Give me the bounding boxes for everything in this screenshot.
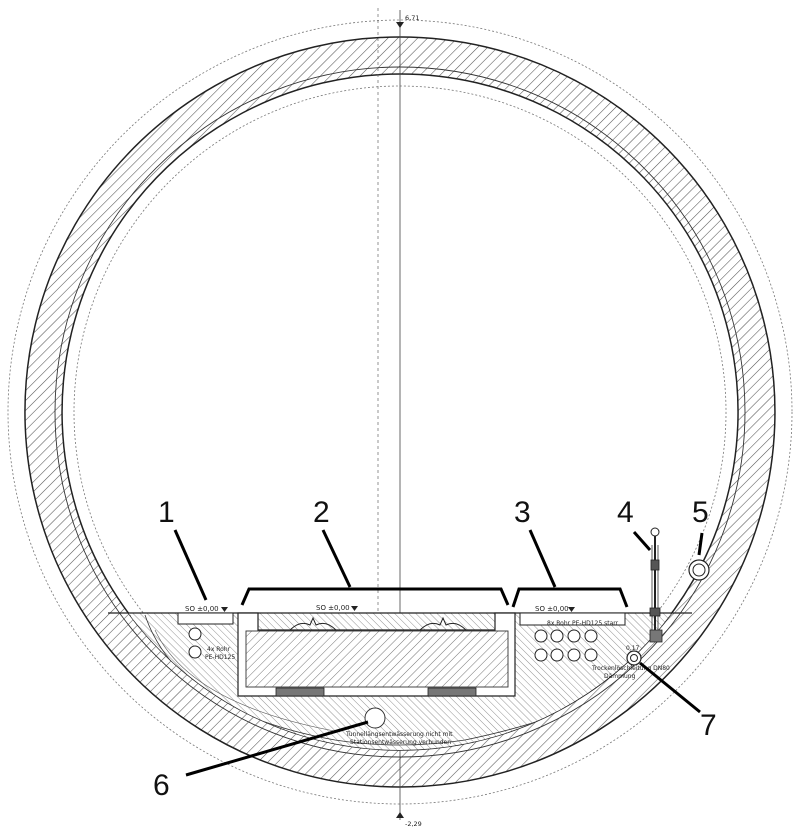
dry-main-pipe-inner [630,654,638,662]
bracket-2 [240,587,510,606]
leader-2 [321,529,352,588]
center-level-triangle [351,606,358,611]
leader-5 [697,532,704,556]
drainage-pipe [364,707,386,729]
track-bearing-pad-left [275,687,325,697]
leader-6 [185,720,369,777]
left-level-mark: SO ±0,00 [185,605,219,613]
track-bearing-pad-right [427,687,477,697]
small-dimension-label: 0,17 [626,645,640,652]
outer-dotted-circle [7,19,793,805]
callout-6: 6 [153,769,170,802]
left-pipe-bottom [188,645,202,659]
right-level-mark: SO ±0,00 [535,605,569,613]
track-slab [245,630,509,688]
leader-4 [632,531,652,551]
bracket-3 [511,587,629,608]
callout-5: 5 [692,496,709,529]
drainage-label-1: Tunnellängsentwässerung nicht mit [345,731,453,738]
insulation-label: Dämmung [604,673,636,680]
leader-7 [639,661,701,714]
callout-4: 4 [617,496,634,529]
right-pipe-bank [534,629,598,662]
center-level-mark: SO ±0,00 [316,604,350,612]
left-duct-cover [177,612,234,625]
top-elevation-label: 6,71 [405,14,419,22]
callout-1: 1 [158,496,175,529]
right-pipes-label: 8x Rohr PE-HD125 starr [547,620,619,627]
rail-right [419,616,467,631]
drain-channel-curve-3 [154,629,341,733]
top-elevation-marker [396,22,404,28]
drainage-label-2: Stationsentwässerung verbunden [350,739,451,746]
callout-7: 7 [700,709,717,742]
left-level-triangle [221,607,228,612]
left-pipe-top [188,627,202,641]
wall-cable-inner [692,563,706,577]
callout-3: 3 [514,496,531,529]
right-duct-cover [519,612,626,626]
rail-left [289,616,337,631]
signal-pole [649,527,663,643]
leader-3 [528,529,557,588]
right-level-triangle [568,607,575,612]
left-pipes-label-2: PE-HD125 starr [205,654,252,661]
bottom-elevation-marker [396,812,404,818]
dry-line-label: Trockenlöschleitung DN80 [591,665,670,672]
bottom-elevation-label: -2,29 [405,820,422,828]
inner-dotted-circle [73,85,727,739]
callout-2: 2 [313,496,330,529]
tunnel-lining-ring [24,36,776,788]
left-pipes-label-1: 4x Rohr [207,646,231,653]
leader-1 [173,529,208,601]
